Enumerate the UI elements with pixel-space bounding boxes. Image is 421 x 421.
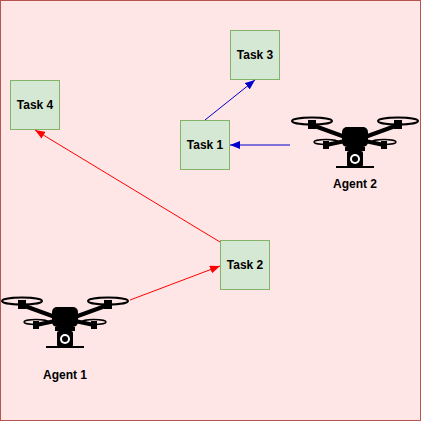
route-arrow — [205, 80, 255, 120]
route-arrow — [130, 266, 220, 300]
task-box: Task 4 — [10, 80, 60, 130]
agent-drone: Agent 1 — [0, 295, 130, 385]
node-label: Task 1 — [187, 138, 223, 152]
agent-drone: Agent 2 — [290, 115, 420, 195]
node-label: Agent 1 — [0, 368, 130, 382]
node-label: Task 4 — [17, 98, 53, 112]
node-label: Task 2 — [227, 258, 263, 272]
node-label: Agent 2 — [290, 177, 420, 191]
task-box: Task 1 — [180, 120, 230, 170]
node-label: Task 3 — [237, 48, 273, 62]
drone-icon — [0, 295, 130, 355]
route-arrow — [230, 145, 290, 146]
task-box: Task 2 — [220, 240, 270, 290]
drone-icon — [290, 115, 420, 175]
route-arrow — [35, 130, 220, 242]
task-box: Task 3 — [230, 30, 280, 80]
